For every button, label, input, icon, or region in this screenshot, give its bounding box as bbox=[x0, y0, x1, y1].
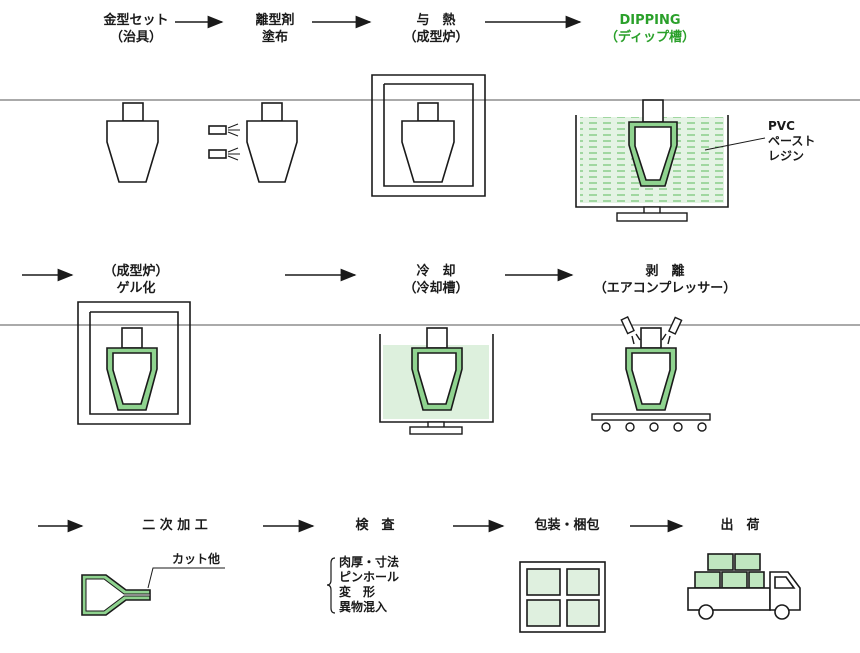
finished-product bbox=[81, 574, 151, 616]
package-box bbox=[519, 561, 606, 633]
inspection-item: 変 形 bbox=[339, 585, 376, 599]
mold-step4 bbox=[628, 99, 678, 187]
pvc-line1: PVC bbox=[768, 119, 795, 133]
mold-step7 bbox=[625, 327, 677, 411]
mold-step6 bbox=[411, 327, 463, 411]
cut-label: カット他 bbox=[172, 552, 221, 566]
step-inspection-label: 検 査 bbox=[355, 518, 395, 533]
step-secondary-processing-label: 二 次 加 工 bbox=[142, 518, 208, 533]
inspection-items: 肉厚・寸法 ピンホール 変 形 異物混入 bbox=[339, 555, 399, 615]
air-nozzles bbox=[620, 316, 683, 345]
step-packaging-label: 包装・梱包 bbox=[534, 518, 600, 533]
step4-line1: DIPPING bbox=[619, 13, 681, 28]
mold-step2 bbox=[208, 102, 298, 183]
step5-line1: （成型炉） bbox=[103, 264, 169, 279]
step-strip-label: 剥 離 （エアコンプレッサー） bbox=[580, 263, 750, 297]
step-shipping-label: 出 荷 bbox=[720, 518, 760, 533]
inspection-item: 異物混入 bbox=[339, 600, 388, 614]
inspection-bracket bbox=[326, 557, 336, 614]
step5-line2: ゲル化 bbox=[116, 281, 156, 296]
delivery-truck bbox=[687, 553, 801, 620]
step7-line2: （エアコンプレッサー） bbox=[593, 281, 737, 296]
step-cooling-label: 冷 却 （冷却槽） bbox=[386, 263, 486, 297]
mold-step1 bbox=[106, 102, 159, 183]
step-mold-set-label: 金型セット （治具） bbox=[94, 12, 178, 46]
pvc-line3: レジン bbox=[768, 149, 805, 163]
step3-line1: 与 熱 bbox=[416, 13, 456, 28]
step7-line1: 剥 離 bbox=[645, 264, 685, 279]
oven-step3 bbox=[371, 74, 486, 197]
oven-step5 bbox=[77, 301, 191, 425]
step6-line1: 冷 却 bbox=[416, 264, 456, 279]
step-gel-label: （成型炉） ゲル化 bbox=[86, 263, 186, 297]
step1-line2: （治具） bbox=[109, 30, 162, 45]
mold-step3 bbox=[401, 102, 455, 183]
step-dipping-label: DIPPING （ディップ槽） bbox=[590, 12, 710, 46]
inspection-item: 肉厚・寸法 bbox=[339, 555, 400, 569]
pvc-line2: ペースト bbox=[768, 134, 816, 148]
pvc-pointer bbox=[704, 137, 766, 151]
inspection-item: ピンホール bbox=[339, 570, 400, 584]
step2-line1: 離型剤 bbox=[255, 13, 295, 28]
step2-line2: 塗布 bbox=[261, 30, 288, 45]
step4-line2: （ディップ槽） bbox=[604, 30, 696, 45]
roller-conveyor bbox=[591, 413, 711, 432]
step3-line2: （成型炉） bbox=[403, 30, 469, 45]
mold-step5 bbox=[106, 327, 158, 411]
step-preheat-label: 与 熱 （成型炉） bbox=[386, 12, 486, 46]
step6-line2: （冷却槽） bbox=[403, 281, 469, 296]
step-release-agent-label: 離型剤 塗布 bbox=[240, 12, 310, 46]
spray-icon bbox=[227, 123, 240, 161]
pvc-resin-label: PVC ペースト レジン bbox=[768, 119, 815, 164]
step1-line1: 金型セット bbox=[103, 13, 169, 28]
cut-indicator bbox=[147, 567, 225, 589]
